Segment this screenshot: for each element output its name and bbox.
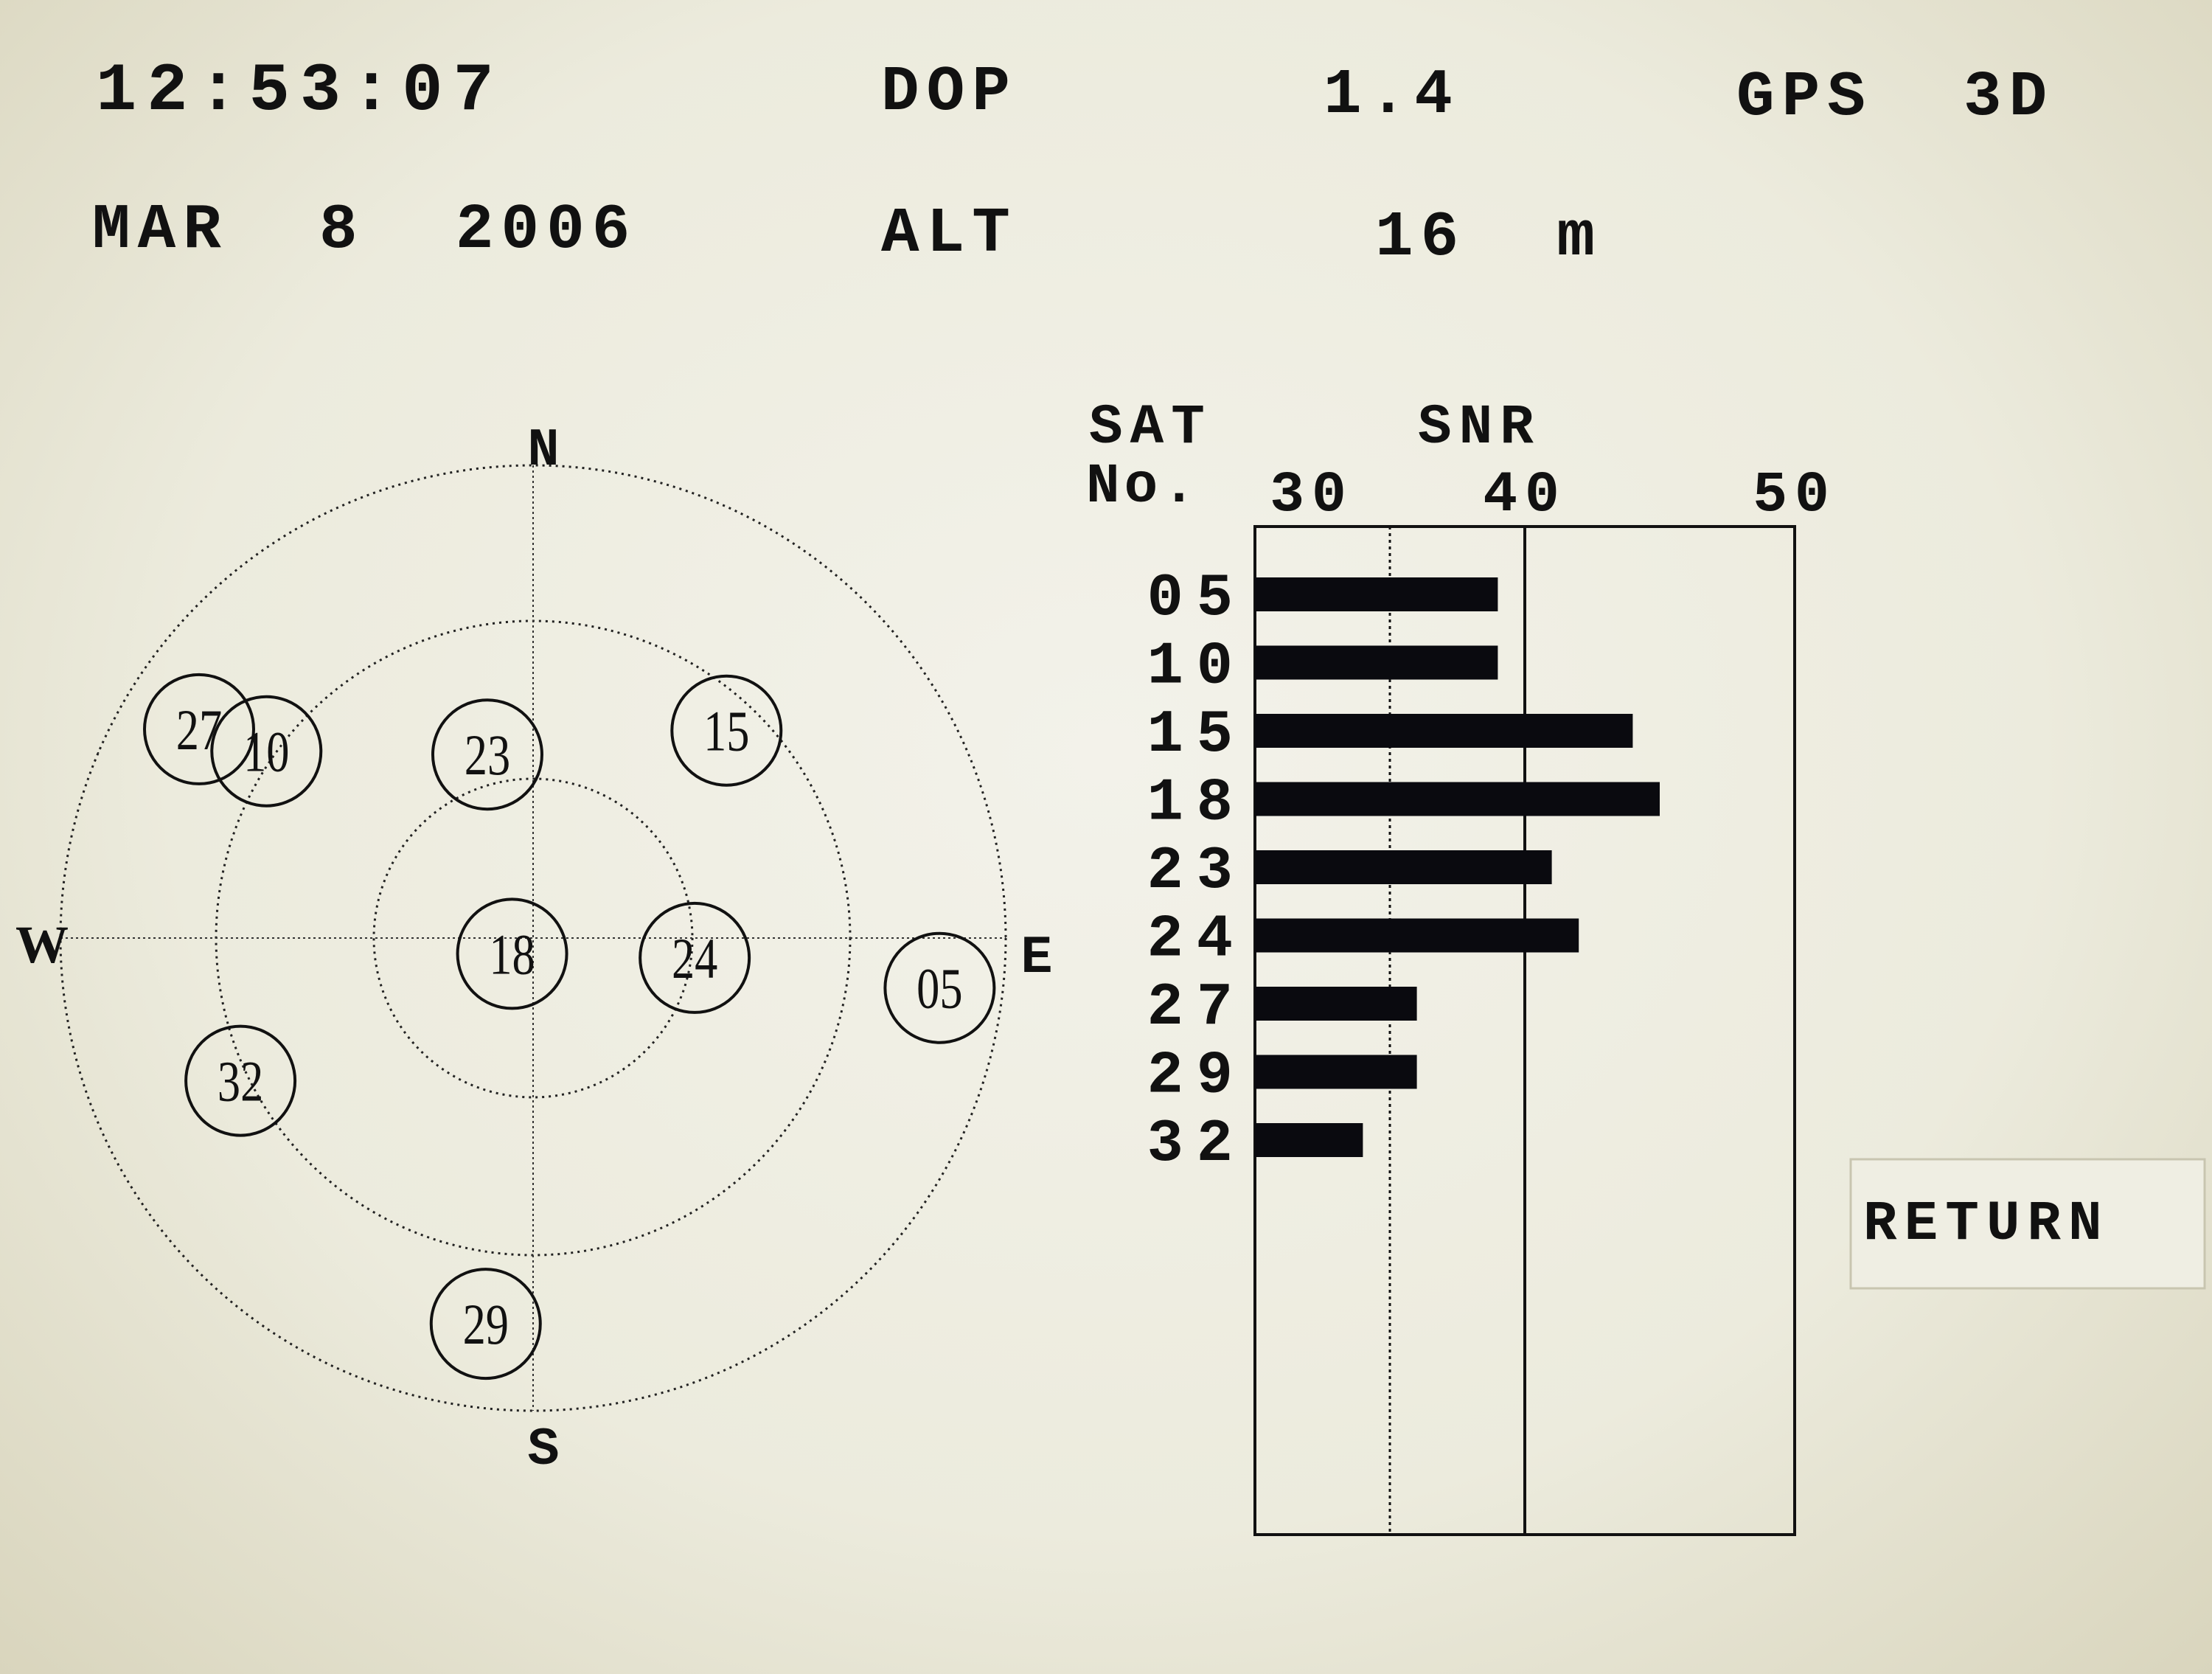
satellite-circle — [431, 698, 543, 811]
east-label: E — [1020, 928, 1052, 988]
satellite-id: 24 — [672, 927, 717, 990]
satellite-circle — [143, 673, 256, 785]
satellite-circle — [883, 931, 996, 1044]
satellite-id: 18 — [489, 923, 535, 987]
south-label: S — [527, 1420, 559, 1480]
sat-number-label: 29 — [1147, 1042, 1246, 1111]
satellite-marker: 27 — [143, 673, 256, 785]
satellite-circle — [456, 897, 568, 1010]
snr-bar — [1255, 987, 1417, 1021]
satellite-circle — [184, 1024, 297, 1137]
clock-time: 12:53:07 — [96, 52, 504, 130]
return-button-frame[interactable] — [1849, 1158, 2206, 1290]
sat-number-label: 05 — [1147, 564, 1246, 633]
satellite-marker: 10 — [210, 695, 323, 808]
satellite-id: 10 — [243, 720, 289, 784]
satellite-circle — [670, 674, 783, 787]
alt-value: 16 m — [1375, 201, 1602, 274]
snr-bar — [1255, 918, 1579, 953]
satellite-marker: 15 — [670, 674, 783, 787]
satellite-marker: 05 — [883, 931, 996, 1044]
satellite-marker: 24 — [639, 901, 751, 1014]
north-label: N — [527, 420, 559, 481]
satellite-id: 29 — [463, 1293, 509, 1357]
satellite-id: 23 — [465, 724, 510, 788]
return-button[interactable]: RETURN — [1849, 1158, 2206, 1290]
sat-number-label: 18 — [1147, 769, 1246, 838]
snr-bar — [1255, 1055, 1417, 1089]
snr-bar — [1255, 645, 1498, 680]
tick-label: 30 — [1270, 463, 1354, 528]
sat-number-label: 23 — [1147, 837, 1246, 906]
sat-number-label: 10 — [1147, 633, 1246, 701]
satellite-marker: 23 — [431, 698, 543, 811]
tick-label: 50 — [1753, 463, 1837, 528]
sat-header: SAT — [1089, 396, 1212, 459]
dop-label: DOP — [881, 56, 1018, 128]
snr-header: SNR — [1418, 396, 1541, 459]
date: MAR 8 2006 — [92, 194, 637, 266]
return-button-label[interactable]: RETURN — [1863, 1192, 2110, 1256]
snr-bar — [1255, 850, 1552, 884]
snr-bar — [1255, 577, 1498, 611]
sat-number-label: 15 — [1147, 701, 1246, 769]
satellite-id: 32 — [218, 1050, 263, 1114]
west-label: W — [15, 915, 69, 974]
sat-no-header: No. — [1086, 455, 1200, 518]
alt-label: ALT — [881, 198, 1018, 270]
satellite-id: 05 — [917, 957, 962, 1021]
satellite-id: 15 — [703, 700, 749, 763]
sat-number-label: 24 — [1147, 906, 1246, 974]
satellite-circle — [639, 901, 751, 1014]
snr-bar — [1255, 1123, 1363, 1157]
tick-label: 40 — [1483, 463, 1567, 528]
satellite-circle — [210, 695, 323, 808]
dop-value: 1.4 — [1324, 59, 1460, 131]
snr-bar — [1255, 782, 1660, 816]
fix-mode: GPS 3D — [1736, 61, 2054, 133]
satellite-marker: 18 — [456, 897, 568, 1010]
satellite-circle — [429, 1268, 542, 1380]
sat-number-label: 32 — [1147, 1110, 1246, 1178]
snr-bar — [1255, 714, 1633, 748]
satellite-marker: 29 — [429, 1268, 542, 1380]
satellite-marker: 32 — [184, 1024, 297, 1137]
sat-number-label: 27 — [1147, 973, 1246, 1042]
